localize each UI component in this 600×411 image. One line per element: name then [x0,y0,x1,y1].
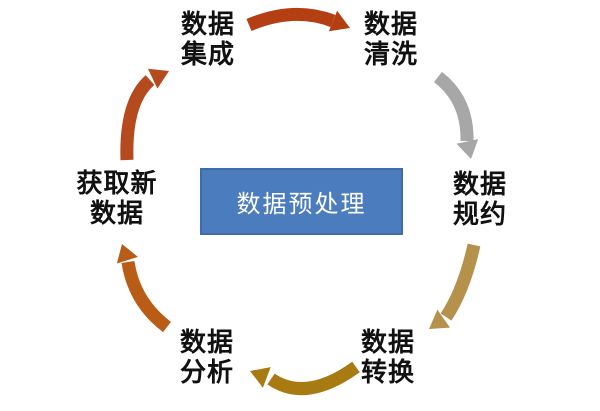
node-data-reduction-line2: 规约 [452,200,508,230]
arrow-transformation-to-analysis-shaft [267,361,360,396]
node-data-analysis-line1: 数据 [179,328,235,358]
arrow-analysis-to-acquire-head [116,244,138,264]
center-box: 数据预处理 [200,168,403,235]
node-data-cleaning: 数据 清洗 [364,10,418,70]
arrow-cleaning-to-reduction-head [456,139,479,159]
node-data-integration-line2: 集成 [180,40,236,70]
node-data-analysis: 数据 分析 [180,328,234,388]
arrow-analysis-to-acquire-shaft [121,260,172,333]
arrow-cleaning-to-reduction [433,71,479,159]
arrow-analysis-to-acquire [116,244,172,333]
center-box-label: 数据预处理 [236,190,367,218]
arrow-transformation-to-analysis-head [250,367,271,388]
node-data-cleaning-line2: 清洗 [363,40,419,70]
arrow-integration-to-cleaning-shaft [246,7,336,32]
arrow-cleaning-to-reduction-shaft [433,71,474,142]
arrow-acquire-to-integration [120,68,169,161]
node-data-reduction-line1: 数据 [452,170,508,200]
arrow-acquire-to-integration-head [148,68,169,89]
node-data-cleaning-line1: 数据 [363,10,419,40]
arrow-reduction-to-transformation-shaft [440,243,481,321]
node-acquire-new-data-line1: 获取新 [76,169,158,199]
node-data-reduction: 数据 规约 [453,170,507,230]
arrow-reduction-to-transformation-head [429,309,450,329]
node-data-transformation-line2: 转换 [360,358,416,388]
arrow-integration-to-cleaning-head [328,10,350,32]
arrow-integration-to-cleaning [246,7,350,32]
arrow-reduction-to-transformation [429,243,481,329]
node-data-transformation-line1: 数据 [360,328,416,358]
node-data-integration-line1: 数据 [180,10,236,40]
node-acquire-new-data-line2: 数据 [89,199,145,229]
node-data-analysis-line2: 分析 [179,358,235,388]
node-data-integration: 数据 集成 [181,10,235,70]
node-acquire-new-data: 获取新 数据 [76,169,157,229]
node-data-transformation: 数据 转换 [361,328,415,388]
arrow-acquire-to-integration-shaft [120,75,155,161]
arrow-transformation-to-analysis [250,361,360,396]
